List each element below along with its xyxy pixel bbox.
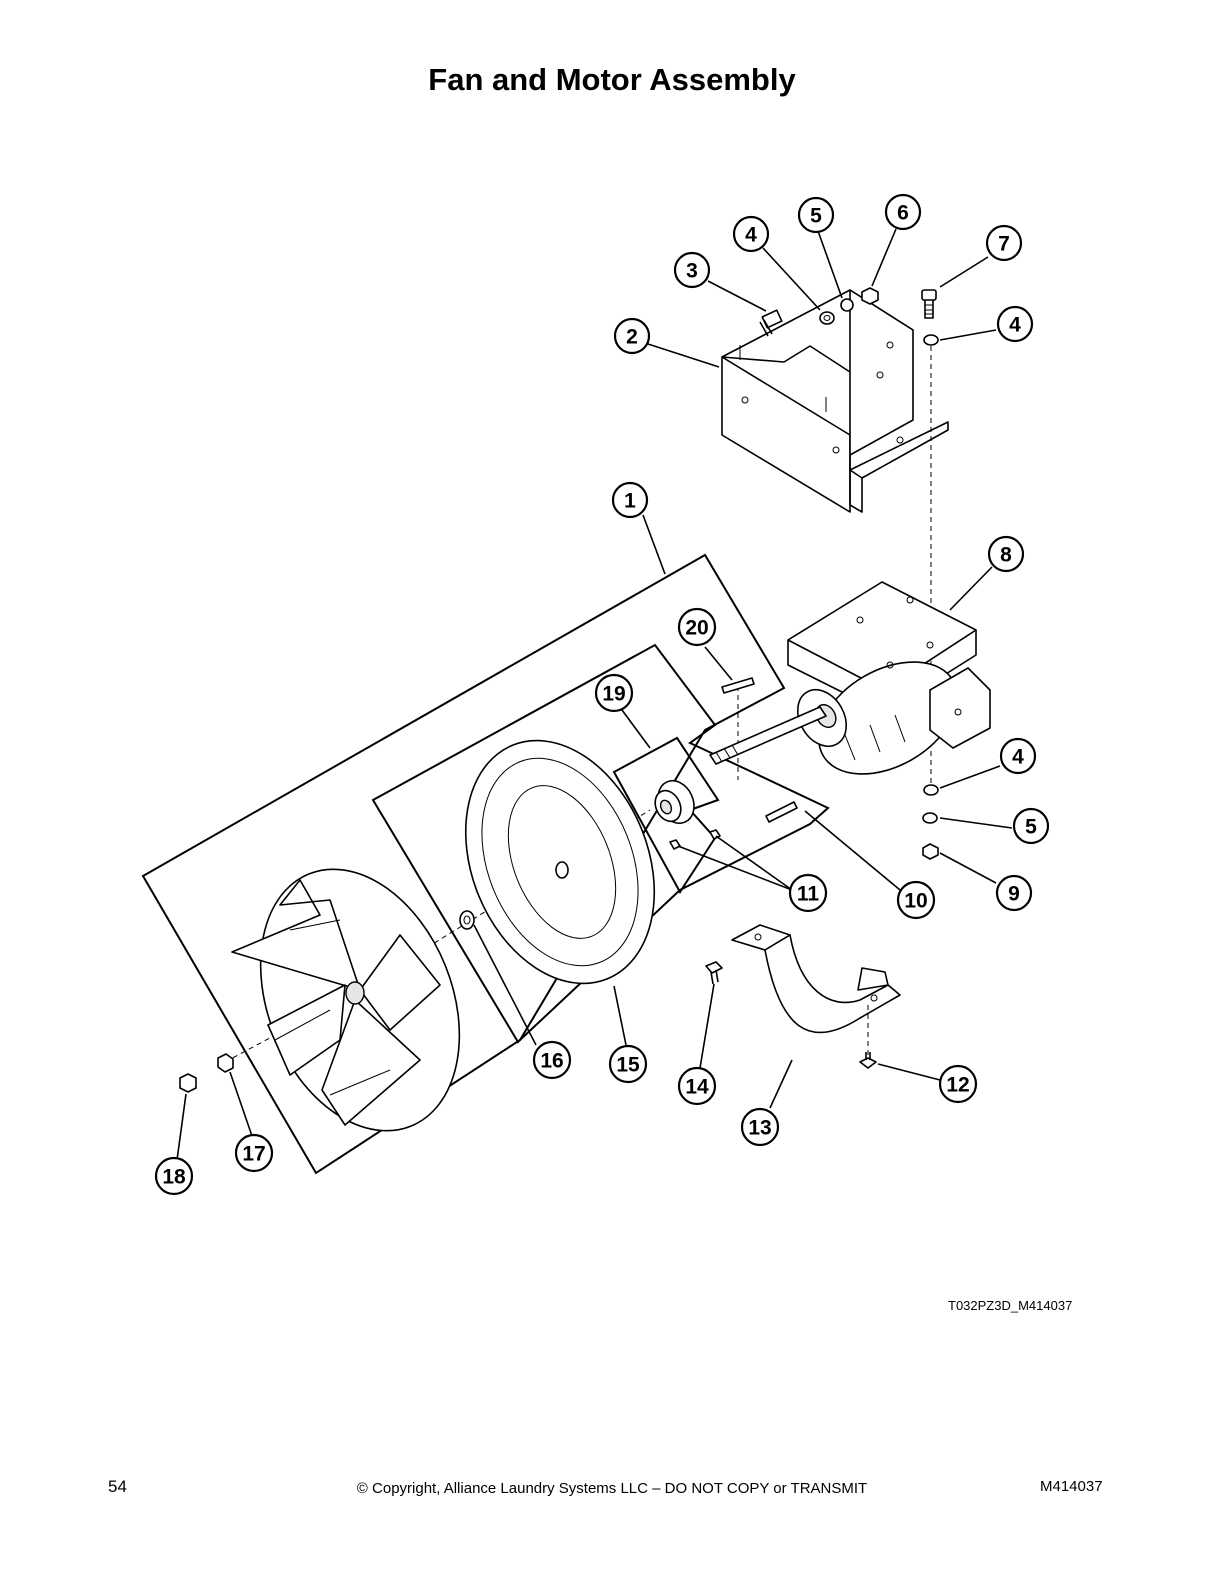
fan-hub (654, 780, 695, 824)
callout-19: 19 (594, 673, 634, 713)
callout-6: 6 (884, 193, 922, 231)
callout-7: 7 (985, 224, 1023, 262)
callout-15: 15 (608, 1044, 648, 1084)
callout-12: 12 (938, 1064, 978, 1104)
jam-nut (217, 1053, 234, 1073)
nut-top (861, 287, 879, 305)
copyright-notice: © Copyright, Alliance Laundry Systems LL… (356, 1480, 868, 1497)
svg-text:1: 1 (624, 490, 636, 513)
page-title: Fan and Motor Assembly (428, 62, 796, 97)
hex-nut (179, 1073, 197, 1093)
shaft-key-upper (721, 677, 755, 694)
set-screw-1 (669, 839, 681, 850)
svg-text:4: 4 (745, 224, 757, 247)
svg-text:6: 6 (897, 202, 909, 225)
svg-text:7: 7 (998, 233, 1010, 256)
svg-text:3: 3 (686, 260, 698, 283)
svg-text:12: 12 (946, 1074, 969, 1097)
inlet-plate (464, 739, 656, 985)
callout-5-top: 5 (797, 196, 835, 234)
washer-top-left (819, 311, 835, 325)
svg-text:11: 11 (797, 883, 820, 906)
callout-20: 20 (677, 607, 717, 647)
callout-1: 1 (611, 481, 649, 519)
nut-lower (922, 843, 939, 860)
svg-text:4: 4 (1012, 746, 1024, 769)
svg-text:15: 15 (616, 1054, 640, 1077)
svg-text:20: 20 (685, 617, 708, 640)
lock-washer-top (840, 298, 854, 312)
washer-top-right (923, 334, 939, 346)
svg-text:10: 10 (904, 890, 927, 913)
page-number: 54 (108, 1477, 127, 1496)
svg-text:14: 14 (685, 1076, 709, 1099)
callout-10: 10 (896, 880, 936, 920)
svg-text:5: 5 (810, 205, 822, 228)
callout-4-right: 4 (996, 305, 1034, 343)
fan-motor (709, 581, 991, 775)
tapping-screw-right (859, 1052, 877, 1069)
fan-assembly-group-outline (141, 553, 786, 1175)
callout-9: 9 (995, 874, 1033, 912)
drawing-code: T032PZ3D_M414037 (948, 1298, 1073, 1313)
svg-text:18: 18 (162, 1166, 186, 1189)
callout-8: 8 (987, 535, 1025, 573)
motor-bracket (721, 289, 949, 513)
document-number: M414037 (1040, 1478, 1103, 1495)
callout-11: 11 (788, 873, 828, 913)
callout-2: 2 (613, 317, 651, 355)
svg-text:17: 17 (242, 1143, 265, 1166)
svg-text:2: 2 (626, 326, 638, 349)
callout-18: 18 (154, 1156, 194, 1196)
carriage-bolt (921, 289, 937, 319)
callout-17: 17 (234, 1133, 274, 1173)
callout-3: 3 (673, 251, 711, 289)
callout-13: 13 (740, 1107, 780, 1147)
svg-text:19: 19 (602, 683, 625, 706)
fan-wheel (231, 868, 461, 1132)
leader-lines (176, 228, 1013, 1161)
shaft-key-lower (765, 801, 798, 823)
motor-support-bracket (731, 924, 901, 1055)
callout-4-top: 4 (732, 215, 770, 253)
callout-4-lower: 4 (999, 737, 1037, 775)
lock-washer-lower (922, 812, 938, 824)
tapping-screw-left (705, 961, 723, 985)
svg-text:4: 4 (1009, 314, 1021, 337)
callout-14: 14 (677, 1066, 717, 1106)
svg-text:8: 8 (1000, 544, 1012, 567)
callout-16: 16 (532, 1040, 572, 1080)
callout-5-lower: 5 (1012, 807, 1050, 845)
wheel-subassembly-outline (371, 643, 830, 1044)
washer-lower (923, 784, 939, 796)
svg-text:9: 9 (1008, 883, 1020, 906)
svg-text:5: 5 (1025, 816, 1037, 839)
spacer-washer (459, 910, 475, 930)
bracket-screw (759, 309, 783, 337)
svg-text:16: 16 (540, 1050, 563, 1073)
svg-text:13: 13 (748, 1117, 771, 1140)
